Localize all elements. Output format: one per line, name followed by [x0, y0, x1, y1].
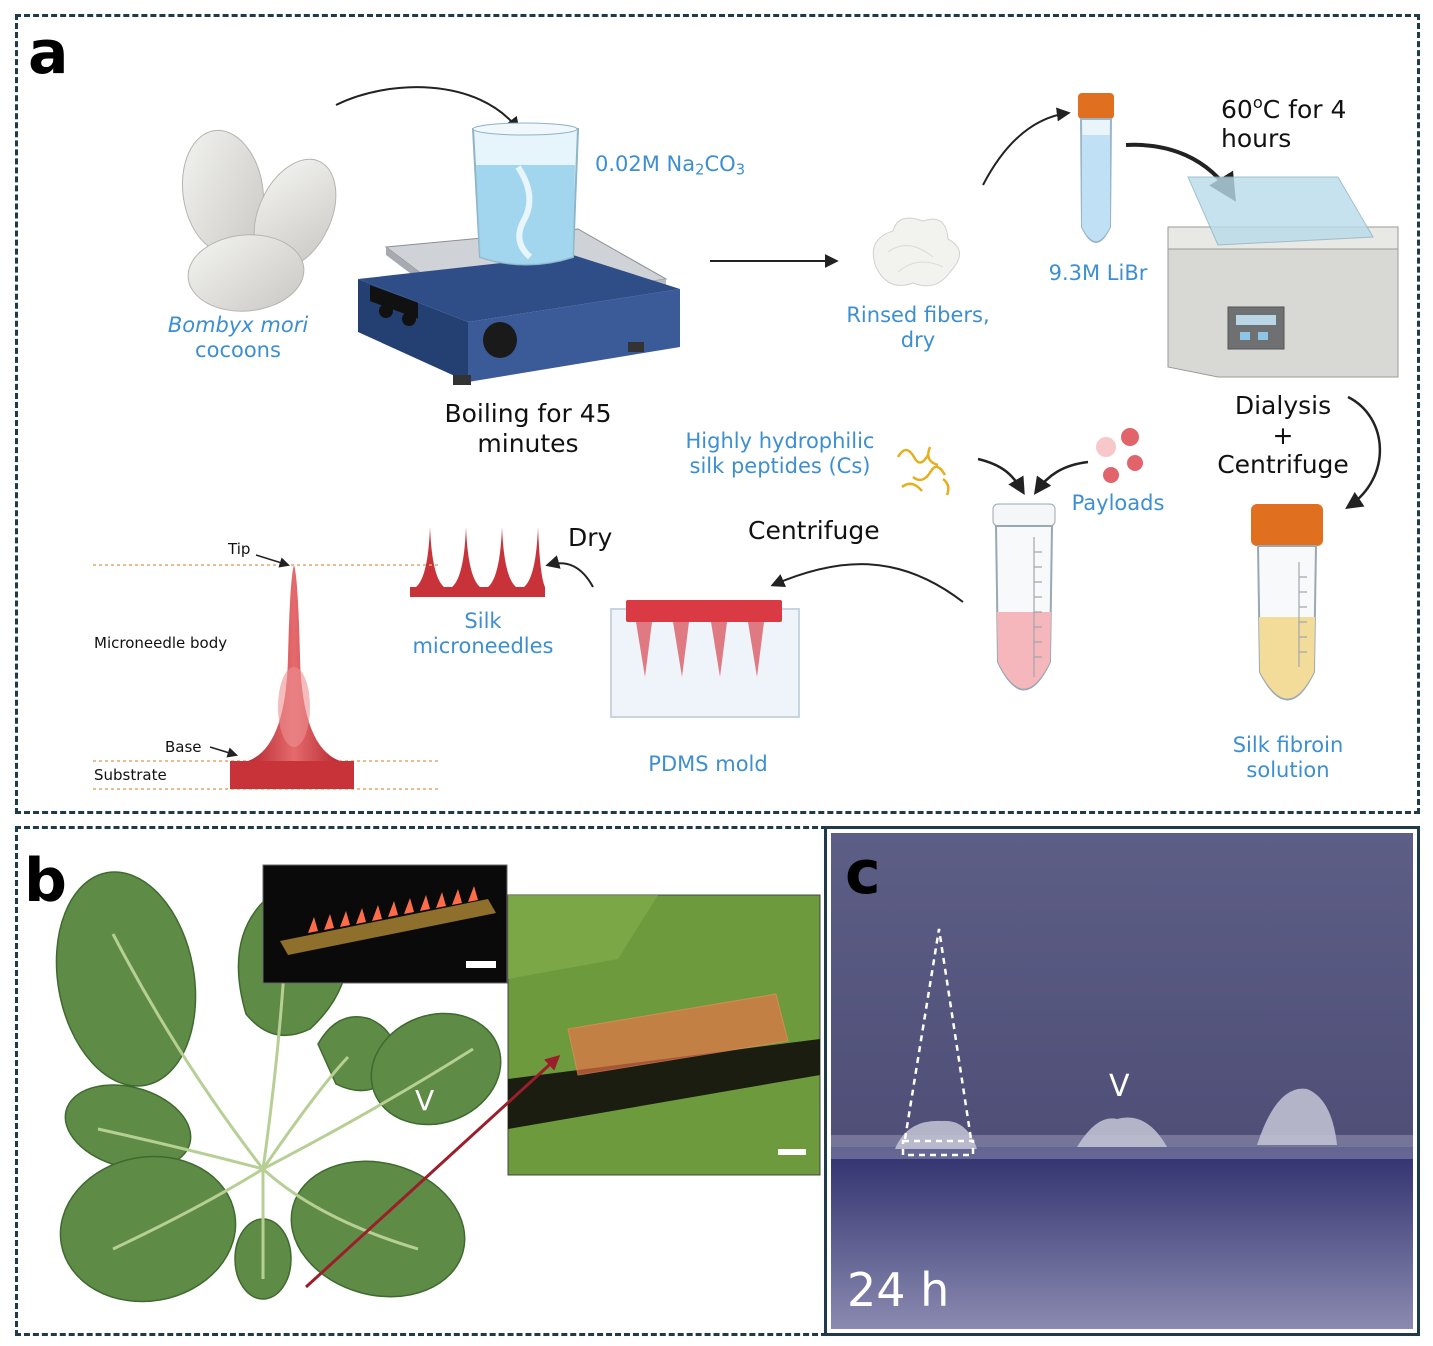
time-label: 24 h [847, 1263, 950, 1317]
peptide-icon [896, 446, 950, 496]
fiber-icon [872, 217, 960, 287]
panel-b: b V [15, 826, 827, 1336]
cocoons-word: cocoons [195, 337, 281, 362]
microneedles-label: Silk microneedles [412, 609, 554, 658]
panel-c-illustration [831, 833, 1413, 1329]
microneedle-patch-icon [280, 886, 496, 968]
tube-icon [1078, 93, 1114, 243]
beaker-icon [471, 122, 580, 266]
cocoon-icon [181, 129, 337, 312]
payload-icon [1096, 428, 1143, 483]
microneedle-array-icon [410, 527, 545, 597]
species-name: Bombyx mori [167, 313, 309, 337]
rinsed-fibers-label: Rinsed fibers, dry [846, 303, 990, 352]
panel-b-marker: V [415, 1084, 435, 1117]
microneedle-icon [93, 554, 438, 790]
boiling-label: Boiling for 45 minutes [444, 399, 612, 458]
panel-a-illustration [93, 86, 1399, 790]
panel-c-label: c [845, 838, 881, 908]
tip-label: Tip [228, 540, 251, 558]
panel-b-label: b [24, 846, 67, 916]
panel-c-marker: V [1109, 1069, 1130, 1104]
peptides-label: Highly hydrophilic silk peptides (Cs) [685, 429, 875, 478]
water-bath-icon [1167, 176, 1399, 378]
substrate-label: Substrate [94, 766, 167, 784]
payloads-label: Payloads [1071, 491, 1165, 515]
pdms-mold-icon [610, 600, 800, 718]
panel-b-illustration [55, 864, 821, 1303]
plant-icon [55, 871, 502, 1303]
dialysis-label: Dialysis + Centrifuge [1217, 391, 1349, 479]
tube-icon [992, 503, 1056, 691]
dry-label: Dry [568, 523, 613, 552]
base-label: Base [165, 738, 202, 756]
centrifuge-label: Centrifuge [748, 516, 880, 545]
panel-a: a Bombyx mori cocoons 0.02M Na2CO3 Boili… [15, 14, 1420, 814]
panel-a-label: a [28, 18, 69, 88]
pdms-label: PDMS mold [648, 752, 768, 776]
heating-label: 60oC for 4 hours [1221, 93, 1347, 154]
hotplate-icon [358, 228, 680, 385]
panel-c: c V 24 h [824, 826, 1420, 1336]
microneedle-remnant [895, 1088, 1337, 1149]
na2co3-label: 0.02M Na2CO3 [595, 152, 746, 179]
tube-icon [1251, 504, 1323, 701]
fibroin-label: Silk fibroin solution [1232, 733, 1344, 782]
cocoons-label: Bombyx mori cocoons [153, 313, 323, 363]
libr-label: 9.3M LiBr [1048, 261, 1148, 285]
body-label: Microneedle body [94, 634, 228, 652]
